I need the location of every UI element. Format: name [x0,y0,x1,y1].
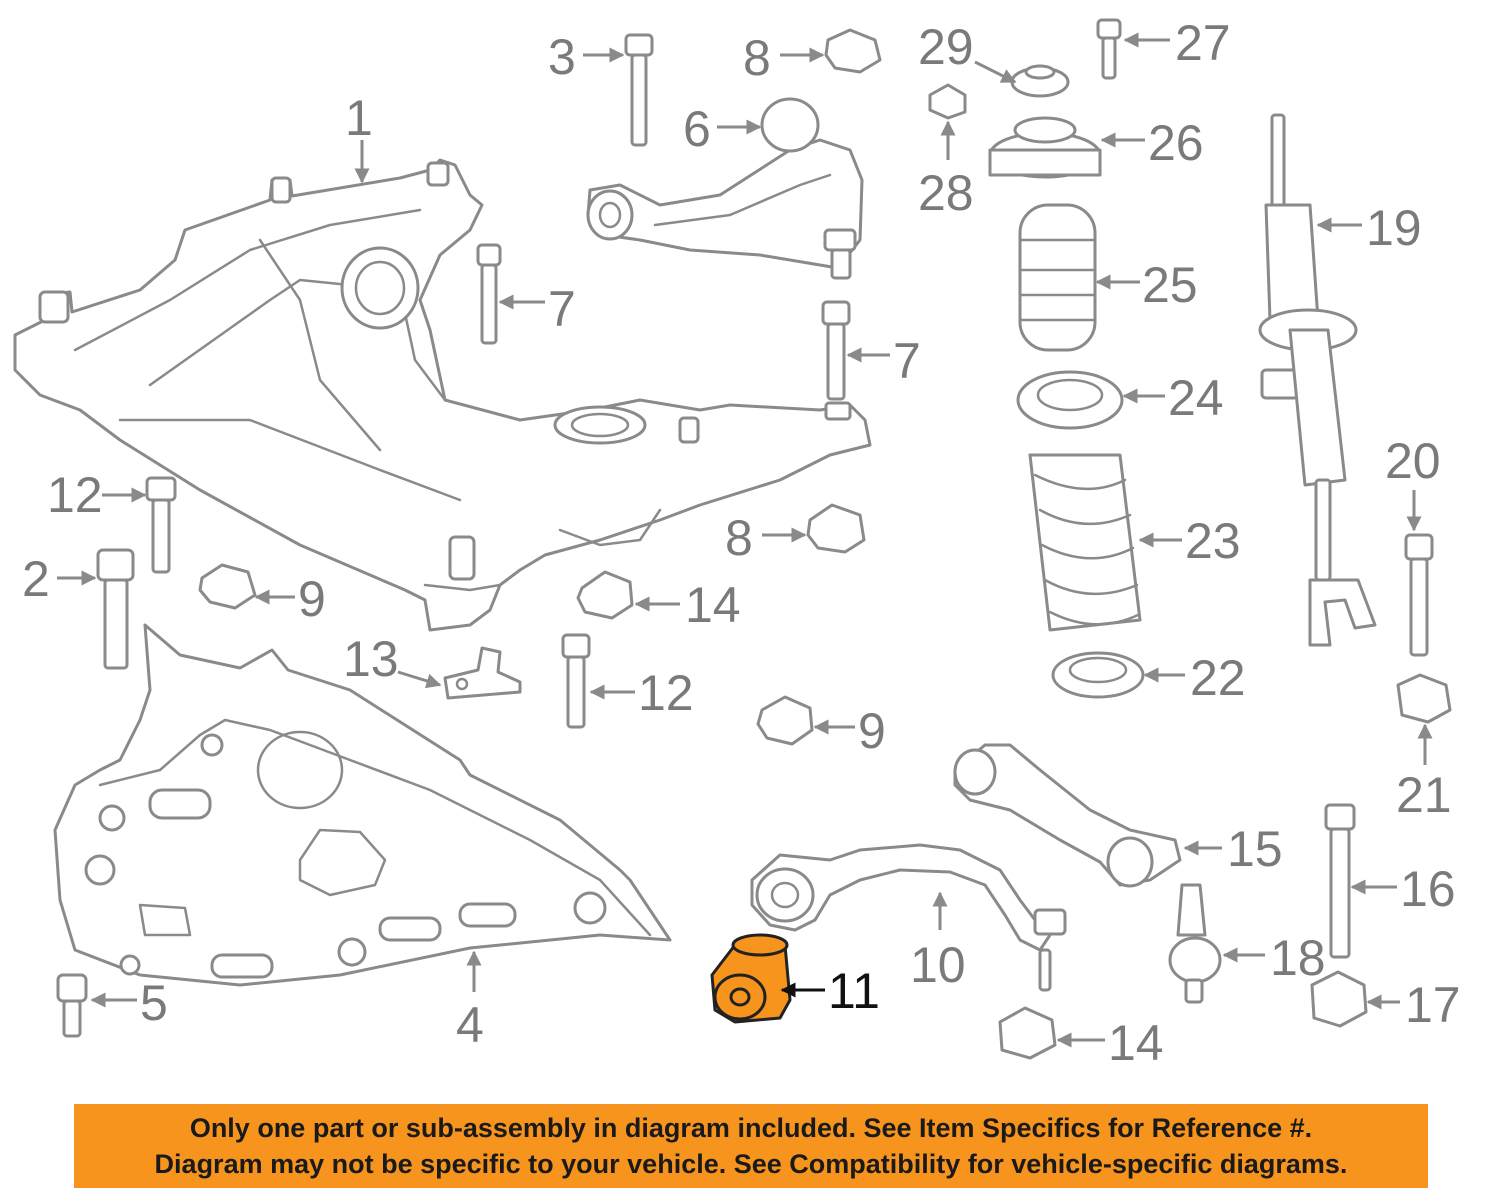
callout-28: 28 [918,165,974,221]
callout-27: 27 [1175,15,1231,71]
callout-14b: 14 [1108,1015,1164,1071]
callout-16: 16 [1400,861,1456,917]
callout-3: 3 [548,29,576,85]
disclaimer-line-1: Only one part or sub-assembly in diagram… [189,1113,1313,1143]
callout-12a: 12 [47,467,103,523]
bolt-part-5 [56,973,88,1038]
coil-spring-part-23 [1028,453,1142,632]
callout-labels: 1 2 3 4 5 6 7 7 8 8 9 9 10 11 12 12 13 1… [22,15,1461,1071]
callout-23: 23 [1185,513,1241,569]
disclaimer-banner: Only one part or sub-assembly in diagram… [74,1104,1428,1188]
callout-14a: 14 [685,577,741,633]
nut-part-8-lower [806,503,866,554]
upper-control-arm-part-6 [586,97,864,280]
nut-part-21 [1396,673,1452,724]
callout-11: 11 [828,963,880,1019]
leader-lines [57,32,1433,1048]
nut-part-8-top [824,28,882,74]
callout-19: 19 [1366,200,1422,256]
nut-part-17 [1310,970,1368,1028]
subframe-part-1 [13,158,872,632]
callout-15: 15 [1227,821,1283,877]
callout-7b: 7 [893,333,921,389]
callout-7a: 7 [548,281,576,337]
callout-26: 26 [1148,115,1204,171]
bump-stop-part-25 [1018,203,1097,352]
callout-1: 1 [345,90,373,146]
callout-21: 21 [1396,767,1452,823]
callout-9b: 9 [858,703,886,759]
callout-10: 10 [910,937,966,993]
mount-part-29 [1010,64,1070,98]
callout-12b: 12 [638,665,694,721]
callout-25: 25 [1142,257,1198,313]
bolt-part-16 [1324,803,1356,959]
callout-17: 17 [1405,977,1461,1033]
tension-strut-part-15 [953,743,1182,888]
spring-seat-part-26 [988,116,1102,179]
callout-8b: 8 [725,510,753,566]
callout-4: 4 [456,997,484,1053]
strut-part-19 [1258,113,1377,647]
bolt-part-3 [624,33,654,147]
lower-spring-seat-part-22 [1051,651,1145,699]
bushing-part-11-highlighted [710,933,792,1024]
nut-part-9a [198,563,257,610]
callout-6: 6 [683,101,711,157]
bolt-part-2 [96,548,135,670]
ball-joint-part-18 [1168,883,1222,1004]
callout-29: 29 [918,19,974,75]
bracket-part-13 [443,646,522,700]
callout-2: 2 [22,551,50,607]
nut-part-28 [928,83,967,120]
nut-part-14a [576,570,634,620]
callout-9a: 9 [298,571,326,627]
bolt-part-20 [1404,533,1434,657]
callout-18: 18 [1270,930,1326,986]
callout-13: 13 [343,631,399,687]
lower-control-arm-part-10 [750,843,1067,992]
disclaimer-line-2: Diagram may not be specific to your vehi… [154,1149,1348,1179]
callout-24: 24 [1168,370,1224,426]
callout-5: 5 [140,975,168,1031]
callout-20: 20 [1385,433,1441,489]
bolt-part-7b [821,300,851,401]
bolt-part-27 [1096,18,1122,80]
callout-8a: 8 [743,30,771,86]
bolt-part-12a [145,476,177,574]
upper-spring-seat-part-24 [1016,370,1124,430]
nut-part-9b [756,695,814,746]
bolt-part-12b [561,633,591,729]
nut-part-14b [998,1006,1057,1060]
callout-22: 22 [1190,650,1246,706]
bolt-part-7a [476,243,502,345]
splash-shield-part-4 [53,623,672,987]
